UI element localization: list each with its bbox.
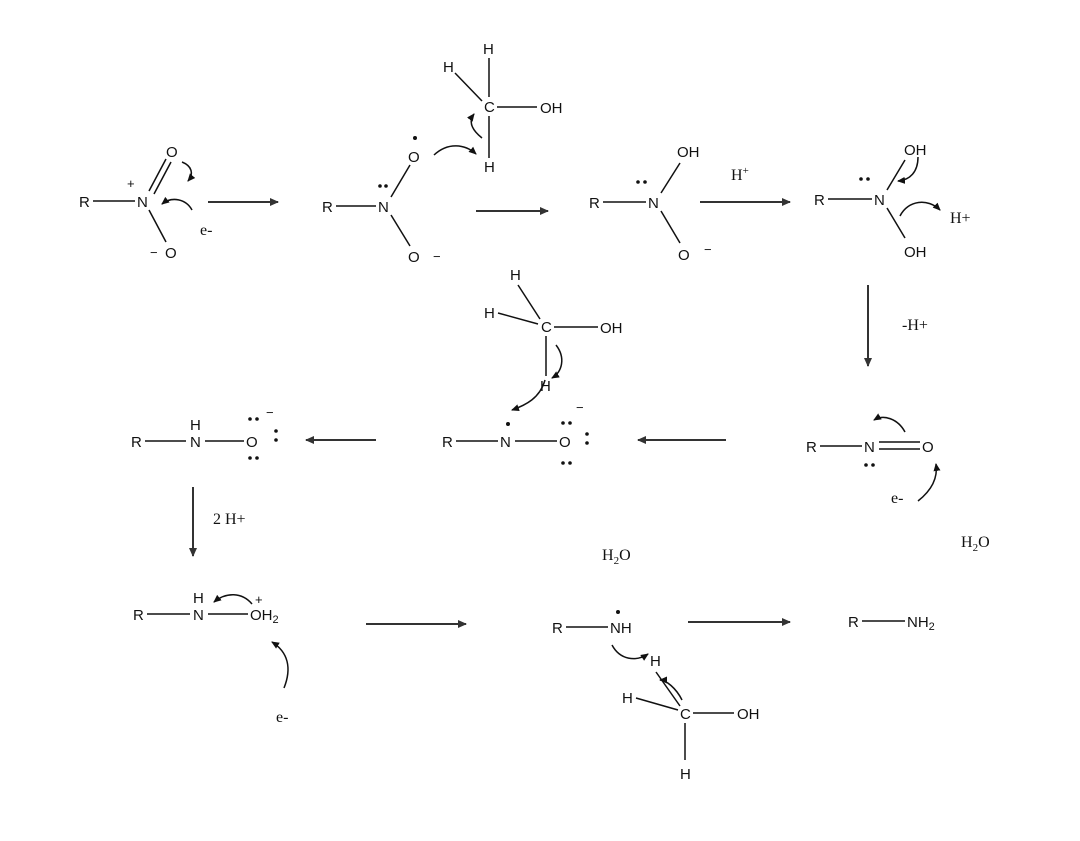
atom-r: R [133,607,144,624]
proton-label: H+ [950,210,971,227]
plus-charge: + [255,592,263,607]
hydroxyl: OH [600,320,623,337]
deprotonation-label: -H+ [902,317,928,334]
aminoxyl-radical-anion: R N O − [442,400,589,465]
atom-r: R [589,195,600,212]
aminyl-radical: R NH [552,610,649,661]
amine-product: R NH2 [848,614,935,633]
atom-n: N [137,194,148,211]
atom-o: O [246,434,258,451]
methanol: H H C OH H [622,653,760,783]
minus-charge: − [150,245,158,260]
atom-r: R [322,199,333,216]
atom-c: C [541,319,552,336]
minus-charge: − [576,400,584,415]
electron-label: e- [200,222,212,239]
nitro-compound: R N + O O − e- [79,144,212,262]
atom-r: R [131,434,142,451]
water-label: H2O [602,547,631,567]
nitro-radical-anion: R N O O − [322,136,477,266]
atom-o: O [408,149,420,166]
methanol: H H C OH H [443,41,563,176]
hydroxyl: OH [904,244,927,261]
hydronium-group: OH2 [250,607,279,626]
minus-charge: − [433,249,441,264]
plus-charge: + [127,176,135,191]
atom-r: R [806,439,817,456]
atom-h: H [443,59,454,76]
protonated-hydroxylamine: R H N + OH2 e- [133,590,289,726]
atom-h: H [540,378,551,395]
nitroso-compound: R N O e- [806,413,941,507]
amine-nh: NH [610,620,632,637]
minus-charge: − [266,405,274,420]
atom-r: R [442,434,453,451]
atom-h: H [484,305,495,322]
atom-h: H [650,653,661,670]
atom-o: O [922,439,934,456]
atom-h: H [510,267,521,284]
hydroxyl: OH [904,142,927,159]
atom-h: H [190,417,201,434]
atom-c: C [484,99,495,116]
atom-c: C [680,706,691,723]
atom-r: R [552,620,563,637]
electron-label: e- [891,490,903,507]
atom-n: N [874,192,885,209]
atom-h: H [193,590,204,607]
atom-n: N [864,439,875,456]
atom-o: O [678,247,690,264]
hydroxyl: OH [540,100,563,117]
atom-r: R [848,614,859,631]
dihydroxylamine: R N OH OH H+ [814,142,971,261]
atom-o: O [559,434,571,451]
atom-n: N [378,199,389,216]
atom-h: H [484,159,495,176]
amine-nh2: NH2 [907,614,935,633]
electron-label: e- [276,709,288,726]
hydroxyl: OH [737,706,760,723]
atom-o: O [166,144,178,161]
protonation-label: 2 H+ [213,511,246,528]
atom-o: O [165,245,177,262]
atom-h: H [483,41,494,58]
hydroxyl: OH [677,144,700,161]
atom-n: N [500,434,511,451]
atom-o: O [408,249,420,266]
atom-n: N [190,434,201,451]
hydroxylamine-anion: R H N O − [131,405,278,460]
atom-r: R [814,192,825,209]
atom-n: N [193,607,204,624]
proton-label: H+ [731,165,749,184]
atom-h: H [680,766,691,783]
atom-h: H [622,690,633,707]
methanol: H H C OH H [484,267,623,411]
atom-r: R [79,194,90,211]
minus-charge: − [704,242,712,257]
hydroxylamine-oxide: R N OH O − [589,144,712,264]
water-label: H2O [961,534,990,554]
atom-n: N [648,195,659,212]
